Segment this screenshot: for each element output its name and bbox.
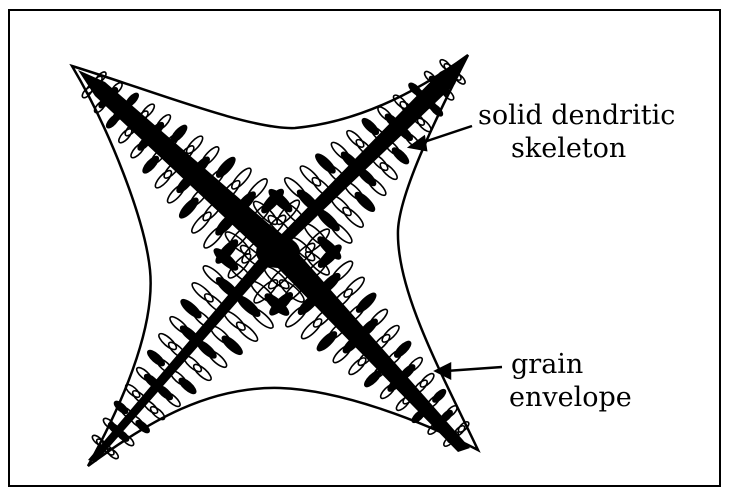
label-envelope-line1: grain [509,348,632,381]
side-branch-lamella [106,447,120,460]
label-skeleton-line1: solid dendritic [478,99,675,132]
label-skeleton-line2: skeleton [478,132,675,165]
label-grain-envelope: grain envelope [509,348,632,414]
label-envelope-line2: envelope [509,381,632,414]
envelope-leader-line [446,367,502,371]
trunk-core [256,236,300,268]
label-solid-dendritic-skeleton: solid dendritic skeleton [478,99,675,165]
